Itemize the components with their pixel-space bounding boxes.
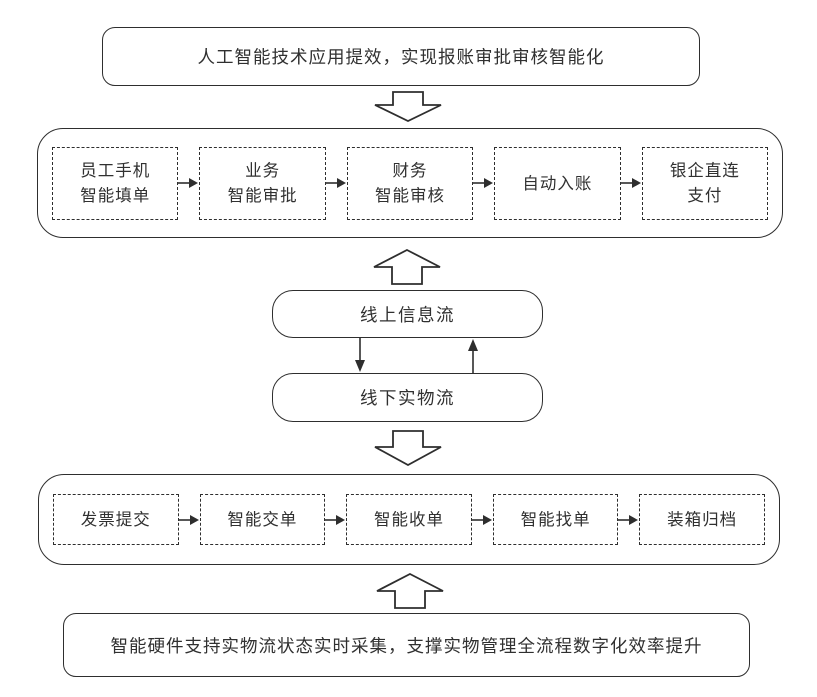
digital-flow-container: 员工手机 智能填单 业务 智能审批 财务 智能审核 自动入账 银企直连 支付 — [37, 128, 783, 238]
digital-flow-step-4: 自动入账 — [494, 146, 621, 220]
top-note-box: 人工智能技术应用提效，实现报账审批审核智能化 — [102, 27, 700, 86]
right-arrow-icon — [178, 178, 199, 188]
right-arrow-icon — [471, 514, 492, 525]
bottom-note-text: 智能硬件支持实物流状态实时采集，支撑实物管理全流程数字化效率提升 — [110, 635, 703, 656]
digital-flow-step-5: 银企直连 支付 — [641, 146, 769, 220]
offline-stream-text: 线下实物流 — [360, 388, 455, 408]
online-stream-box: 线上信息流 — [272, 290, 543, 338]
right-arrow-icon — [178, 514, 199, 525]
block-arrow-up-icon — [376, 573, 444, 609]
digital-flow-step-2: 业务 智能审批 — [199, 146, 326, 220]
physical-flow-step-2: 智能交单 — [199, 494, 326, 545]
right-arrow-icon — [618, 514, 639, 525]
digital-flow-step-1: 员工手机 智能填单 — [52, 146, 179, 220]
digital-flow-step-3: 财务 智能审核 — [346, 146, 474, 220]
physical-flow-step-3: 智能收单 — [346, 494, 472, 545]
bottom-note-box: 智能硬件支持实物流状态实时采集，支撑实物管理全流程数字化效率提升 — [63, 613, 750, 677]
online-stream-text: 线上信息流 — [360, 304, 455, 325]
exchange-arrows-icon — [355, 338, 478, 373]
physical-flow-step-4: 智能找单 — [492, 494, 619, 545]
block-arrow-down-icon — [374, 91, 442, 122]
top-note-text: 人工智能技术应用提效，实现报账审批审核智能化 — [197, 47, 605, 67]
right-arrow-icon — [473, 178, 494, 188]
right-arrow-icon — [620, 178, 641, 188]
right-arrow-icon — [325, 178, 346, 188]
right-arrow-icon — [325, 514, 346, 525]
block-arrow-up-icon — [373, 249, 441, 285]
physical-flow-step-5: 装箱归档 — [639, 494, 765, 545]
physical-flow-step-1: 发票提交 — [53, 494, 179, 545]
offline-stream-box: 线下实物流 — [272, 373, 543, 422]
block-arrow-down-icon — [374, 430, 442, 466]
physical-flow-container: 发票提交 智能交单 智能收单 智能找单 装箱归档 — [38, 474, 780, 565]
